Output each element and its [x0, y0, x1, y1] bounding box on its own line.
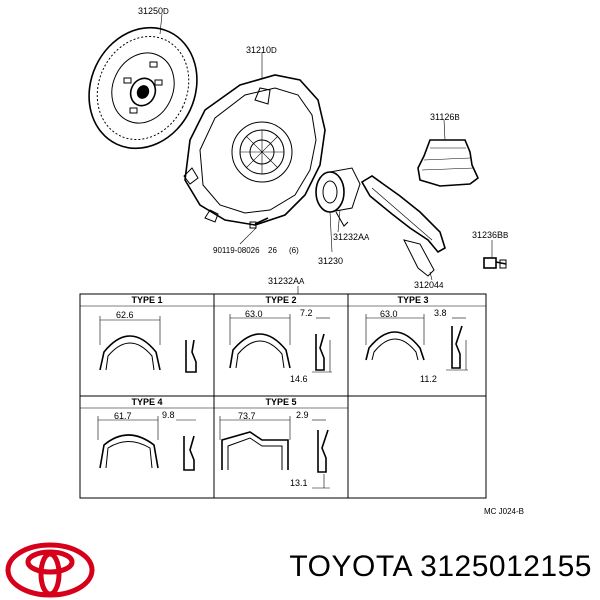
type-4-clip-drawing [97, 416, 196, 471]
label-31232a-table: 31232AA [268, 276, 305, 286]
label-31232a-upper: 31232AA [333, 232, 370, 242]
type-3-title: TYPE 3 [397, 295, 428, 305]
type-5-width: 73.7 [238, 411, 256, 421]
type-4-title: TYPE 4 [131, 397, 162, 407]
type-1-width: 62.6 [116, 310, 134, 320]
label-90119-08026: 90119-08026 [213, 246, 260, 255]
clutch-disc-drawing [88, 26, 198, 150]
type-1-clip-drawing [99, 316, 197, 373]
bolt-drawing [249, 217, 269, 229]
brand-part-number: TOYOTA 3125012155 [289, 550, 592, 583]
type-5-offset: 2.9 [296, 410, 309, 420]
type-2-offset: 7.2 [300, 308, 313, 318]
brand-footer: TOYOTA 3125012155 [0, 540, 600, 600]
boot-drawing [417, 139, 479, 187]
fork-bolt-drawing [483, 257, 507, 269]
label-31236b: 31236BB [472, 230, 508, 240]
type-2-height: 14.6 [290, 374, 308, 384]
label-31250: 31250D [138, 6, 169, 16]
release-bearing-drawing [315, 167, 361, 227]
label-31230: 31230 [318, 256, 343, 266]
clutch-parts-diagram: 31250D 31210D 90119-08026 26 (6) 31232AA… [79, 6, 524, 516]
type-4-width: 61.7 [114, 411, 132, 421]
type-3-height: 11.2 [420, 374, 437, 384]
type-5-title: TYPE 5 [265, 397, 296, 407]
type-5-clip-drawing [219, 416, 330, 489]
type-3-clip-drawing [365, 314, 468, 371]
clutch-cover-drawing [183, 74, 326, 226]
type-3-width: 63.0 [380, 309, 398, 319]
label-qty-6: (6) [289, 246, 299, 255]
label-31204: 312044 [414, 280, 444, 290]
type-2-width: 63.0 [245, 309, 263, 319]
toyota-logo-icon [5, 542, 95, 598]
clip-type-table [79, 293, 487, 499]
label-31210: 31210D [246, 45, 277, 55]
label-qty-26: 26 [268, 246, 277, 255]
type-2-clip-drawing [229, 314, 332, 373]
type-1-title: TYPE 1 [131, 295, 162, 305]
type-5-height: 13.1 [290, 478, 308, 488]
type-2-title: TYPE 2 [265, 295, 296, 305]
type-4-offset: 9.8 [162, 410, 175, 420]
type-3-offset: 3.8 [434, 308, 447, 318]
label-31126: 31126B [430, 112, 460, 122]
figure-code: MC J024-B [484, 507, 524, 516]
release-fork-drawing [360, 175, 446, 277]
